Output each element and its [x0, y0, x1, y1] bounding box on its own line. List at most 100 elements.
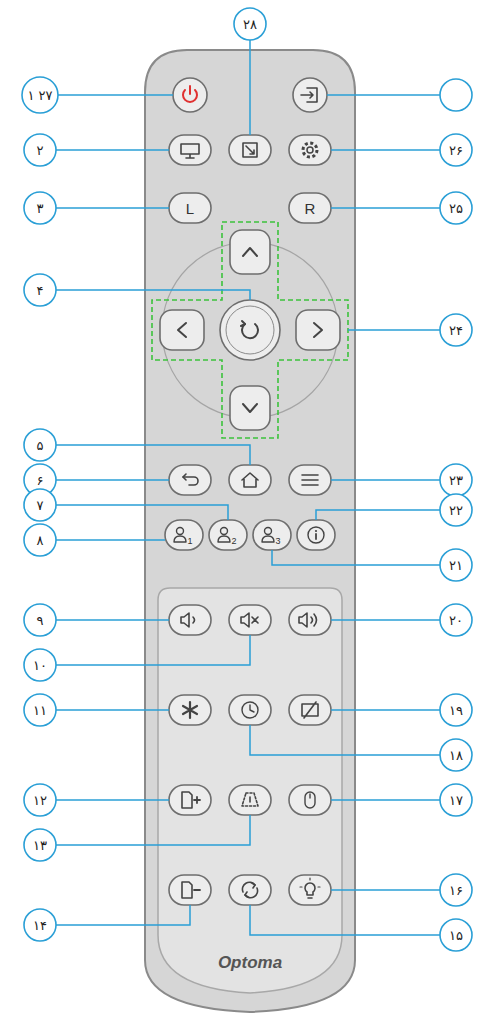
remote-button — [289, 785, 331, 815]
callout-number: ۱ ۲۷ — [27, 89, 52, 102]
remote-button — [230, 230, 270, 274]
remote-button — [289, 695, 331, 725]
callout-number: ۲۰ — [449, 614, 463, 627]
callout-number: ۲۱ — [449, 559, 463, 572]
leader-line — [331, 889, 440, 891]
leader-line — [250, 905, 440, 935]
leader-line — [331, 207, 440, 209]
callout-circle — [24, 134, 56, 166]
remote-button — [289, 465, 331, 495]
remote-button — [209, 520, 247, 550]
callout-circle — [440, 79, 472, 111]
callout-circle — [440, 549, 472, 581]
callout-number: ۲۸ — [243, 18, 257, 31]
icon-subscript: 1 — [187, 537, 192, 546]
icon-subscript: 3 — [275, 537, 280, 546]
remote-button — [297, 520, 335, 550]
callout-number: ۹ — [37, 614, 44, 627]
callout-number: ۲۴ — [449, 324, 463, 337]
leader-line — [56, 505, 228, 520]
dpad-highlight — [152, 222, 348, 438]
brand-logo: Optoma — [218, 954, 282, 971]
leaders — [22, 8, 472, 951]
remote-button — [220, 300, 280, 360]
callout-circle — [440, 464, 472, 496]
leader-line — [56, 905, 190, 925]
remote-button — [230, 386, 270, 430]
remote-button — [296, 310, 340, 350]
callout-number: ۱۵ — [449, 929, 463, 942]
callout-number: ۱۷ — [449, 794, 463, 807]
remote-button — [169, 785, 211, 815]
callout-number: ۱۲ — [33, 794, 47, 807]
callout-number: ۵ — [37, 439, 44, 452]
remote-button — [229, 135, 271, 165]
callout-circle — [440, 494, 472, 526]
callout-number: ۲۵ — [449, 202, 463, 215]
leader-line — [56, 799, 169, 801]
leader-line — [56, 479, 169, 481]
remote-button — [229, 695, 271, 725]
leader-line — [56, 445, 250, 465]
leader-line — [58, 94, 173, 96]
remote-button — [169, 695, 211, 725]
callout-circle — [440, 314, 472, 346]
leader-line — [250, 725, 440, 755]
callout-circle — [440, 739, 472, 771]
remote-button — [169, 605, 211, 635]
callout-circle — [24, 649, 56, 681]
callout-number: ۶ — [37, 474, 44, 487]
remote-button — [169, 465, 211, 495]
callout-circle — [440, 874, 472, 906]
leader-line — [249, 40, 251, 135]
remote-button — [160, 310, 204, 350]
callout-circle — [24, 192, 56, 224]
leader-line — [56, 207, 169, 209]
callout-number: ۸ — [37, 534, 44, 547]
leader-line — [56, 149, 169, 151]
callout-circle — [24, 604, 56, 636]
callout-number: ۱۴ — [33, 919, 47, 932]
callout-circle — [24, 524, 56, 556]
remote-button — [173, 78, 207, 112]
callout-number: ۱۹ — [449, 704, 463, 717]
leader-line — [56, 709, 169, 711]
button-letter: R — [305, 201, 316, 216]
leader-line — [327, 94, 440, 96]
callout-number: ۴ — [37, 284, 44, 297]
callout-number: ۱۶ — [449, 884, 463, 897]
callout-circle — [440, 919, 472, 951]
callout-number: ۱۳ — [33, 839, 47, 852]
callout-number: ۱۱ — [33, 704, 47, 717]
remote-button — [169, 875, 211, 905]
callout-number: ۳ — [37, 202, 44, 215]
callout-circle — [440, 604, 472, 636]
remote-button — [169, 193, 211, 223]
remote-button — [293, 78, 327, 112]
callout-circle — [440, 694, 472, 726]
callout-circle — [24, 429, 56, 461]
leader-line — [348, 329, 440, 331]
icon-subscript: 2 — [231, 537, 236, 546]
callout-circle — [234, 8, 266, 40]
callout-circle — [22, 77, 58, 113]
callout-circle — [24, 909, 56, 941]
remote-button — [253, 520, 291, 550]
callout-number: ۲ — [37, 144, 44, 157]
leader-line — [56, 815, 250, 845]
remote-button — [229, 785, 271, 815]
leader-line — [331, 799, 440, 801]
remote-button — [169, 135, 211, 165]
leader-line — [331, 709, 440, 711]
remote-button — [229, 605, 271, 635]
remote-body — [145, 50, 355, 1012]
callout-circle — [24, 694, 56, 726]
callout-number: ۱۸ — [449, 749, 463, 762]
remote-button — [289, 605, 331, 635]
leader-line — [331, 619, 440, 621]
remote-button — [289, 135, 331, 165]
buttons — [160, 78, 340, 905]
callout-number: ۲۲ — [449, 504, 463, 517]
